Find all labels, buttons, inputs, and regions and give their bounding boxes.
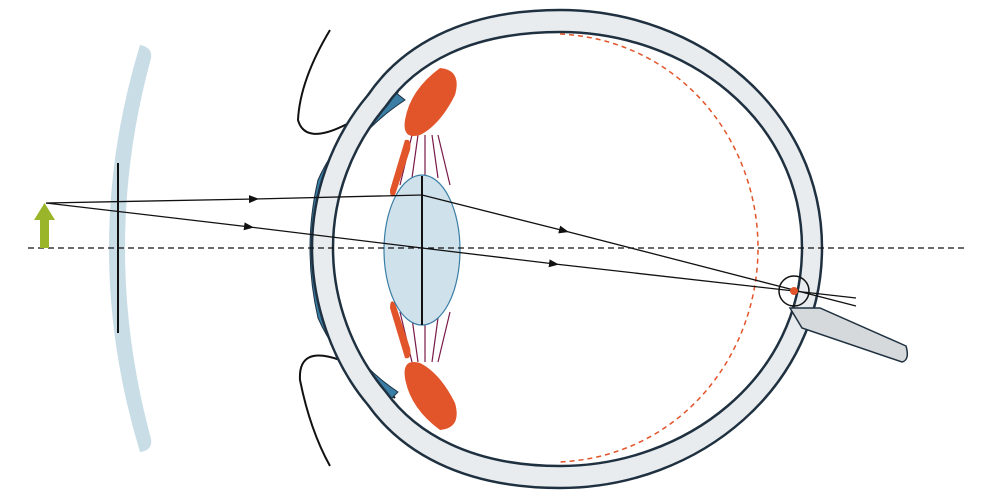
ciliary-process-upper: [390, 139, 411, 197]
light-rays: [45, 194, 857, 307]
focal-point-ring: [778, 275, 810, 307]
up-arrow-icon: [34, 203, 55, 248]
ray-1-segment-d: [564, 230, 857, 307]
ray-1-segment-b: [254, 194, 423, 200]
ciliary-muscle-lower: [404, 362, 457, 430]
focal-point-icon: [790, 287, 798, 295]
ciliary-muscle-upper: [404, 68, 457, 136]
sclera: [310, 8, 824, 490]
ray-2-segment-c: [421, 247, 559, 268]
optic-nerve: [788, 307, 909, 363]
ray-2-segment-b: [249, 226, 423, 249]
ray-1-segment-c: [421, 194, 569, 234]
ray-1-segment-a: [45, 195, 259, 204]
ciliary-process-lower: [390, 301, 411, 359]
corrective-lens: [109, 45, 152, 452]
ray-2-segment-a: [45, 202, 254, 231]
ray-2-segment-d: [554, 263, 857, 299]
